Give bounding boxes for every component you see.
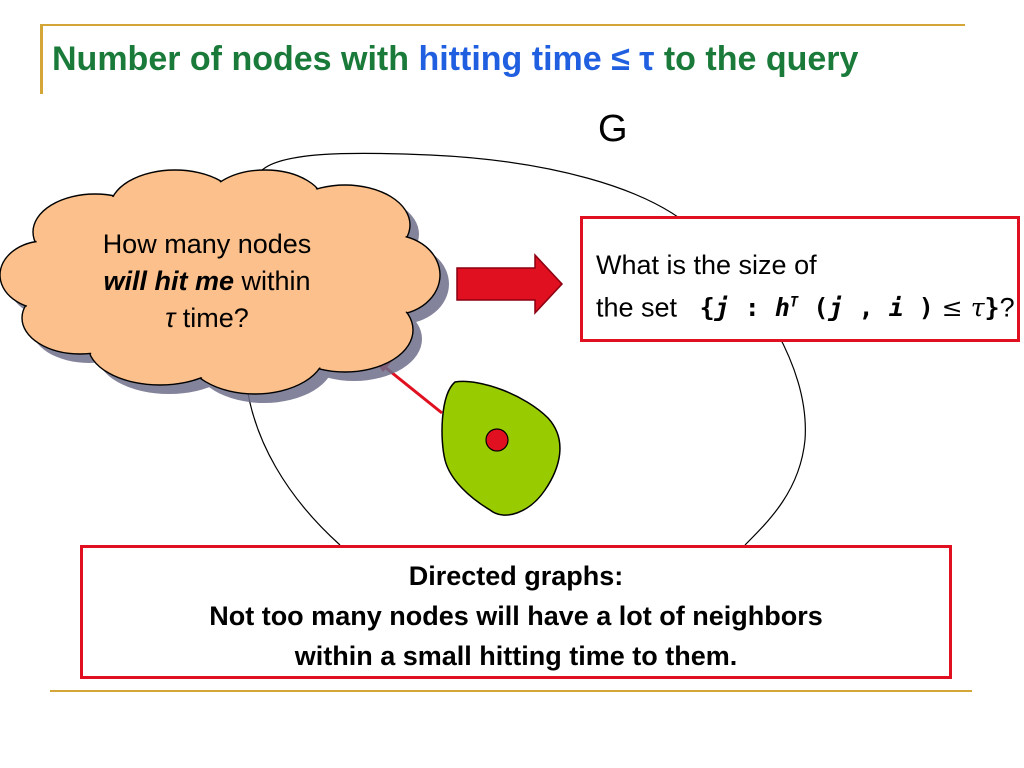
leq-symbol: ≤ — [933, 293, 971, 323]
cloud-line-2: will hit me within — [52, 263, 362, 300]
brace-close: } — [984, 293, 1000, 323]
cloud-line-2-rest: within — [234, 266, 311, 296]
directed-line-1: Directed graphs: — [408, 561, 624, 591]
question-mark: ? — [999, 292, 1015, 323]
title-part-3: to the query — [654, 40, 859, 78]
cloud-question: How many nodes will hit me within τ time… — [52, 226, 362, 337]
set-box-line-2: the set {j : hT (j , i ) ≤ τ}? — [596, 284, 1017, 327]
cloud-tau: τ — [165, 303, 176, 333]
title-rule-left — [40, 24, 43, 94]
query-node — [485, 428, 509, 452]
cloud-line-3-rest: time? — [175, 303, 249, 333]
paren-close: ) — [903, 293, 934, 323]
var-j: j — [714, 293, 730, 323]
title-part-1: Number of nodes with — [52, 40, 419, 78]
comma: , — [843, 293, 889, 323]
brace-open: { — [699, 293, 715, 323]
big-right-arrow — [456, 253, 564, 315]
set-size-box: What is the size of the set {j : hT (j ,… — [580, 216, 1020, 342]
directed-line-3: within a small hitting time to them. — [294, 641, 738, 671]
pointer-arrow-line — [385, 366, 443, 415]
colon: : — [729, 293, 775, 323]
slide-title: Number of nodes with hitting time ≤ τ to… — [52, 40, 992, 79]
tau-symbol: τ — [970, 293, 985, 323]
cloud-line-1: How many nodes — [102, 229, 312, 259]
paren-open: ( — [798, 293, 829, 323]
var-h: h — [774, 293, 790, 323]
title-rule-top — [40, 24, 965, 26]
bottom-rule — [50, 690, 972, 692]
cloud-line-3: τ time? — [52, 300, 362, 337]
set-box-line-1: What is the size of — [596, 250, 817, 280]
var-i: i — [888, 293, 904, 323]
directed-graphs-box: Directed graphs: Not too many nodes will… — [80, 545, 952, 679]
set-prefix: the set — [596, 292, 678, 323]
var-j-2: j — [828, 293, 844, 323]
graph-label: G — [598, 108, 628, 150]
cloud-emphasis: will hit me — [103, 266, 234, 296]
cloud-body — [1, 171, 439, 393]
sup-t: T — [789, 295, 799, 311]
directed-line-2: Not too many nodes will have a lot of ne… — [209, 601, 823, 631]
title-highlight: hitting time ≤ τ — [418, 40, 655, 78]
set-formula: {j : hT (j , i ) ≤ τ} — [700, 293, 1000, 322]
